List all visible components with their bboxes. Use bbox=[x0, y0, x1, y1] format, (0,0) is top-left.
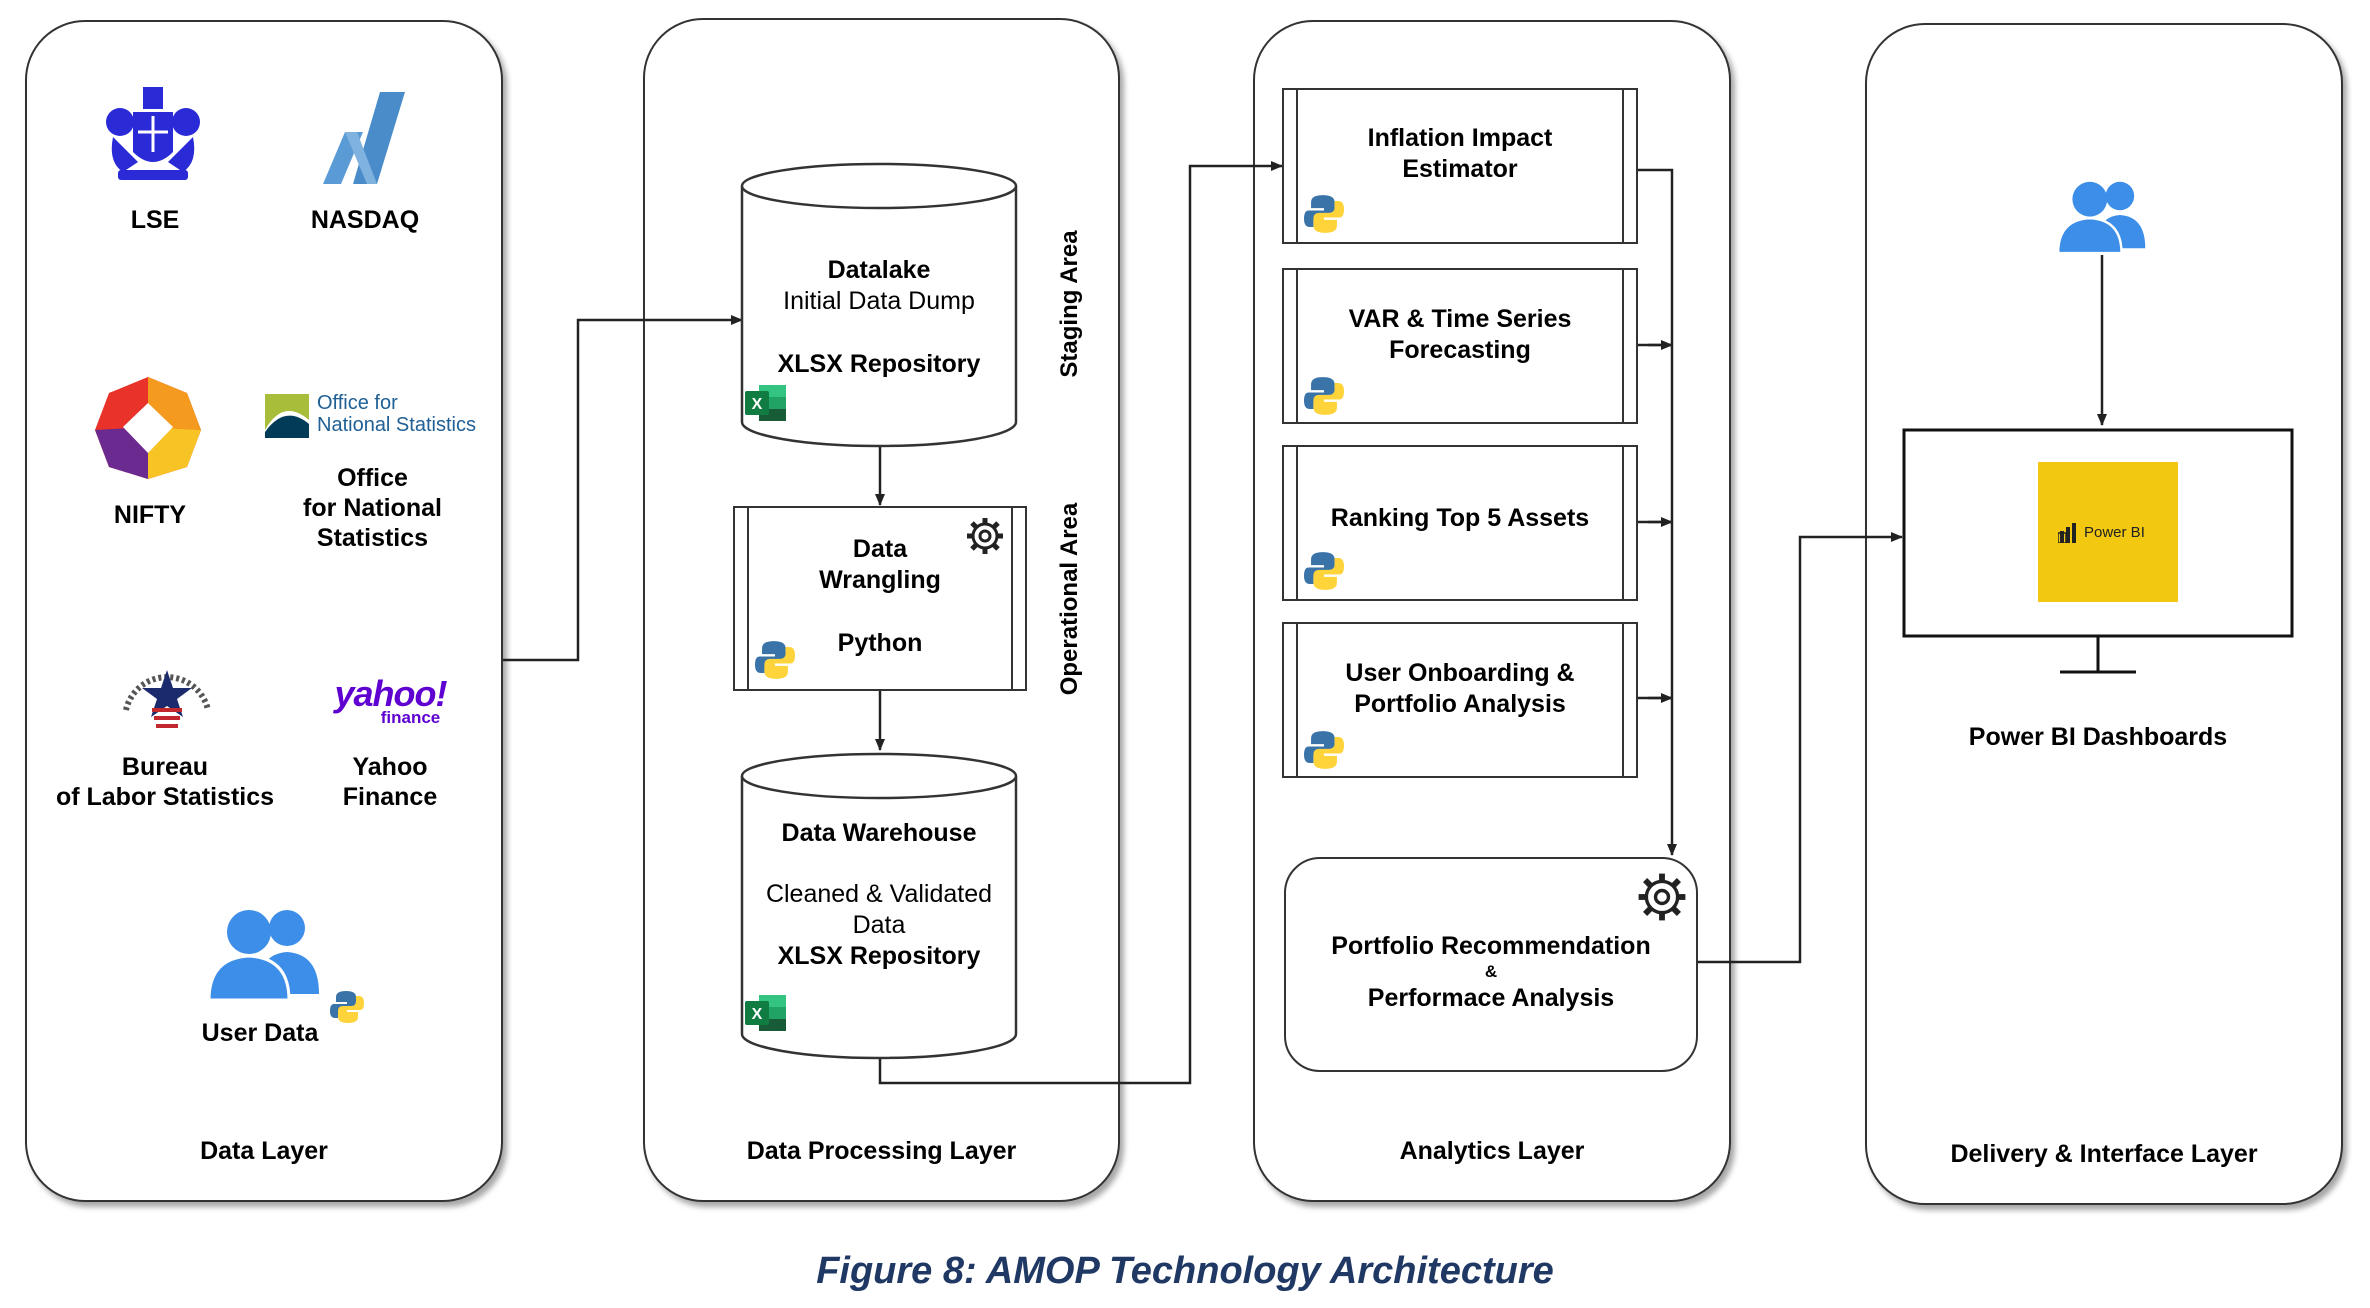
data-warehouse-title: Data Warehouse bbox=[781, 819, 977, 847]
datalake-repo: XLSX Repository bbox=[777, 350, 981, 378]
inflation-line2: Estimator bbox=[1402, 155, 1518, 183]
user-group-icon bbox=[2056, 181, 2146, 255]
bls-seal-icon bbox=[123, 670, 211, 728]
user-onboarding-box: User Onboarding & Portfolio Analysis bbox=[1282, 622, 1638, 778]
data-wrangling-line1: Data bbox=[852, 535, 908, 563]
datalake-cylinder bbox=[740, 162, 1018, 448]
yahoo-logo: yahoo! finance bbox=[328, 673, 453, 727]
lse-crest-icon bbox=[106, 87, 200, 180]
var-line2: Forecasting bbox=[1389, 336, 1531, 364]
yahoo-logo-sub: finance bbox=[380, 708, 441, 727]
user-group-icon bbox=[207, 910, 319, 1002]
nasdaq-label: NASDAQ bbox=[310, 206, 420, 234]
nifty-icon bbox=[95, 377, 201, 479]
nasdaq-icon bbox=[323, 92, 405, 184]
data-layer-lane: Data Layer bbox=[25, 20, 503, 1202]
python-icon bbox=[1304, 731, 1344, 769]
recommendation-line2: & bbox=[1484, 962, 1498, 981]
python-icon bbox=[1304, 552, 1344, 590]
ons-label-line3: Statistics bbox=[316, 524, 429, 552]
ons-label: Office for National Statistics bbox=[290, 463, 455, 553]
user-onboarding-text: User Onboarding & Portfolio Analysis bbox=[1298, 624, 1622, 776]
ons-icon: Office for National Statistics bbox=[265, 392, 495, 442]
var-line1: VAR & Time Series bbox=[1348, 305, 1572, 333]
data-warehouse-sub1: Cleaned & Validated bbox=[765, 880, 993, 908]
bls-label: Bureau of Labor Statistics bbox=[50, 752, 280, 812]
excel-icon: X bbox=[745, 995, 786, 1031]
python-icon bbox=[755, 641, 795, 679]
ons-logo-line2: National Statistics bbox=[317, 414, 476, 436]
powerbi-logo-text: Power BI bbox=[2084, 524, 2145, 541]
data-to-datalake-arrow bbox=[503, 315, 743, 662]
excel-icon: X bbox=[745, 385, 786, 421]
ons-label-line1: Office bbox=[337, 464, 408, 492]
data-wrangling-tool: Python bbox=[837, 629, 923, 657]
data-wrangling-text: Data Wrangling Python bbox=[749, 508, 1011, 689]
onboard-line2: Portfolio Analysis bbox=[1354, 690, 1566, 718]
lse-label: LSE bbox=[130, 206, 180, 234]
data-warehouse-cylinder bbox=[740, 752, 1018, 1060]
data-warehouse-sub2: Data bbox=[852, 911, 906, 939]
datalake-subtitle: Initial Data Dump bbox=[783, 287, 975, 315]
data-wrangling-box: Data Wrangling Python bbox=[733, 506, 1027, 691]
onboard-line1: User Onboarding & bbox=[1345, 659, 1575, 687]
recommendation-text: Portfolio Recommendation & Performace An… bbox=[1286, 931, 1696, 1013]
recommendation-to-powerbi-arrow bbox=[1698, 532, 1903, 964]
yahoo-label: Yahoo Finance bbox=[320, 752, 460, 812]
staging-area-label: Staging Area bbox=[1056, 230, 1083, 378]
warehouse-to-analytics-arrow bbox=[878, 161, 1283, 1085]
analytics-layer-title: Analytics Layer bbox=[1399, 1137, 1585, 1165]
datalake-text: Datalake Initial Data Dump XLSX Reposito… bbox=[740, 255, 1018, 380]
ranking-assets-box: Ranking Top 5 Assets bbox=[1282, 445, 1638, 601]
var-forecasting-box: VAR & Time Series Forecasting bbox=[1282, 268, 1638, 424]
svg-text:X: X bbox=[752, 396, 763, 413]
bls-label-line1: Bureau bbox=[121, 753, 209, 781]
ranking-assets-text: Ranking Top 5 Assets bbox=[1298, 447, 1622, 599]
ons-logo-line1: Office for bbox=[317, 392, 398, 414]
gear-icon bbox=[1638, 873, 1686, 921]
user-data-label: User Data bbox=[201, 1019, 319, 1047]
ons-label-line2: for National bbox=[303, 494, 442, 522]
data-warehouse-repo: XLSX Repository bbox=[777, 942, 981, 970]
data-wrangling-line2: Wrangling bbox=[819, 566, 941, 594]
nifty-label: NIFTY bbox=[113, 501, 187, 529]
inflation-estimator-box: Inflation Impact Estimator bbox=[1282, 88, 1638, 244]
bls-label-line2: of Labor Statistics bbox=[55, 783, 275, 811]
powerbi-dashboards-label: Power BI Dashboards bbox=[1968, 723, 2228, 751]
python-icon bbox=[1304, 195, 1344, 233]
inflation-estimator-text: Inflation Impact Estimator bbox=[1298, 90, 1622, 242]
python-icon bbox=[330, 991, 364, 1023]
processing-layer-title: Data Processing Layer bbox=[746, 1137, 1017, 1165]
yahoo-label-line2: Finance bbox=[342, 783, 438, 811]
ranking-line: Ranking Top 5 Assets bbox=[1330, 503, 1590, 532]
delivery-layer-title: Delivery & Interface Layer bbox=[1950, 1140, 2258, 1168]
operational-area-label: Operational Area bbox=[1056, 502, 1083, 696]
portfolio-recommendation-box: Portfolio Recommendation & Performace An… bbox=[1284, 857, 1698, 1072]
recommendation-line3: Performace Analysis bbox=[1367, 984, 1615, 1012]
data-warehouse-text: Data Warehouse Cleaned & Validated Data … bbox=[740, 818, 1018, 972]
figure-caption: Figure 8: AMOP Technology Architecture bbox=[816, 1250, 1554, 1292]
powerbi-icon: Power BI bbox=[2038, 462, 2178, 602]
yahoo-label-line1: Yahoo bbox=[352, 753, 428, 781]
python-icon bbox=[1304, 377, 1344, 415]
gear-icon bbox=[967, 518, 1003, 554]
yahoo-logo-text: yahoo! bbox=[334, 673, 447, 714]
var-forecasting-text: VAR & Time Series Forecasting bbox=[1298, 270, 1622, 422]
data-layer-title: Data Layer bbox=[200, 1137, 328, 1165]
inflation-line1: Inflation Impact bbox=[1367, 124, 1553, 152]
analytics-bus-line bbox=[1638, 168, 1677, 856]
datalake-title: Datalake bbox=[827, 256, 931, 284]
recommendation-line1: Portfolio Recommendation bbox=[1331, 932, 1651, 960]
svg-text:X: X bbox=[752, 1006, 763, 1023]
